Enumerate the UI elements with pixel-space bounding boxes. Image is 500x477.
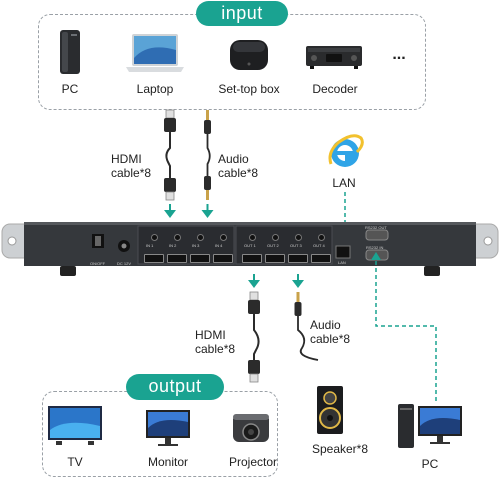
- input-label-pc: PC: [61, 82, 79, 96]
- audio-output-cable-line1: Audio: [310, 318, 341, 332]
- dc-12v-label: DC 12V: [117, 261, 132, 266]
- output-port-label-3: OUT 3: [290, 243, 302, 248]
- monitor-icon: [146, 410, 190, 446]
- rs232-in-label: RS232 IN: [366, 245, 384, 250]
- hdmi-output-cable-line2: cable*8: [195, 342, 236, 356]
- input-port-label-3: IN 3: [192, 243, 200, 248]
- lan-label: LAN: [332, 176, 356, 190]
- input-label-decoder: Decoder: [312, 82, 358, 96]
- unit-lan-label: LAN: [338, 260, 346, 265]
- output-port-label-1: OUT 1: [244, 243, 256, 248]
- input-hdmi-port-1: [144, 254, 164, 263]
- decoder-icon: [306, 46, 362, 69]
- control-pc-label: PC: [421, 457, 439, 471]
- on-off-label: ON/OFF: [90, 261, 106, 266]
- audio-output-cable-line2: cable*8: [310, 332, 351, 346]
- output-hdmi-port-4: [311, 254, 331, 263]
- set-top-box-icon: [230, 40, 268, 70]
- output-cables: [248, 274, 319, 383]
- speaker-label: Speaker*8: [311, 442, 369, 456]
- tv-icon: [48, 406, 102, 445]
- output-audio-jack-1: [249, 234, 256, 241]
- output-label-tv: TV: [67, 455, 83, 469]
- output-label-projector: Projector: [228, 455, 278, 469]
- output-audio-jack-2: [272, 234, 279, 241]
- input-label-laptop: Laptop: [136, 82, 174, 96]
- hdmi-input-cable-line1: HDMI: [111, 152, 142, 166]
- output-audio-jack-3: [295, 234, 302, 241]
- audio-input-cable-line1: Audio: [218, 152, 249, 166]
- output-title-badge: output: [126, 374, 224, 400]
- input-port-label-4: IN 4: [215, 243, 223, 248]
- control-pc-icon: [398, 404, 462, 448]
- more-devices-ellipsis: ...: [392, 46, 406, 63]
- pc-tower-icon: [60, 30, 80, 74]
- input-audio-jack-1: [151, 234, 158, 241]
- hdmi-input-cable-line2: cable*8: [111, 166, 152, 180]
- input-audio-jack-4: [220, 234, 227, 241]
- hdmi-output-cable-line1: HDMI: [195, 328, 226, 342]
- output-port-label-4: OUT 4: [313, 243, 325, 248]
- input-hdmi-port-4: [213, 254, 233, 263]
- input-audio-jack-2: [174, 234, 181, 241]
- speaker-icon: [317, 386, 343, 434]
- input-title-badge: input: [196, 1, 288, 26]
- output-audio-jack-4: [318, 234, 325, 241]
- projector-icon: [233, 414, 269, 442]
- internet-explorer-icon: [328, 134, 364, 167]
- output-hdmi-port-2: [265, 254, 285, 263]
- audio-input-cable-line2: cable*8: [218, 166, 259, 180]
- input-label-set-top-box: Set-top box: [218, 82, 280, 96]
- input-port-label-1: IN 1: [146, 243, 154, 248]
- output-hdmi-port-3: [288, 254, 308, 263]
- control-pc-line: [371, 252, 437, 402]
- laptop-icon: [126, 34, 184, 72]
- rs232-out-label: RS232 OUT: [365, 225, 387, 230]
- output-hdmi-port-1: [242, 254, 262, 263]
- input-hdmi-port-3: [190, 254, 210, 263]
- output-label-monitor: Monitor: [147, 455, 188, 469]
- input-port-label-2: IN 2: [169, 243, 177, 248]
- input-audio-jack-3: [197, 234, 204, 241]
- input-cables: [164, 109, 214, 218]
- output-port-label-2: OUT 2: [267, 243, 279, 248]
- input-hdmi-port-2: [167, 254, 187, 263]
